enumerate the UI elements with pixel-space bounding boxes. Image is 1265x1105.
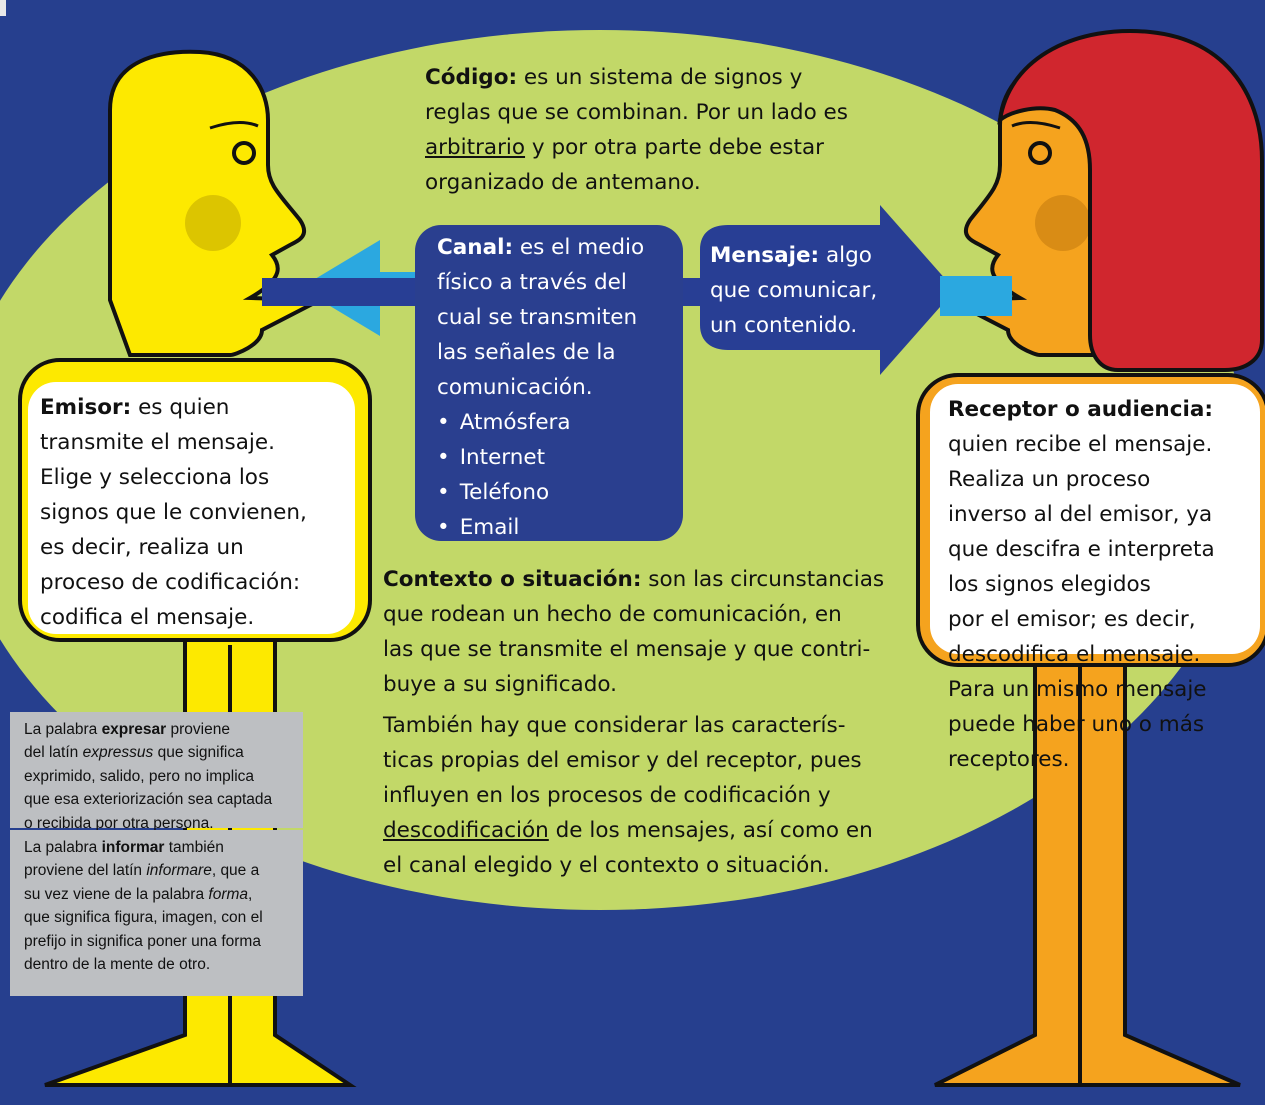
- arrow-mensaje: [700, 205, 955, 375]
- emisor-box: Emisor: es quien transmite el mensaje. E…: [28, 382, 355, 634]
- note-expresar: La palabra expresar proviene del latín e…: [10, 712, 303, 832]
- canal-item: Teléfono: [437, 475, 683, 510]
- mensaje-text: Mensaje: algo que comunicar, un contenid…: [710, 243, 878, 338]
- receptor-cheek: [1035, 195, 1091, 251]
- descodificacion-term: descodificación: [383, 818, 549, 843]
- arbitrario-term: arbitrario: [425, 135, 526, 160]
- tambien-text: También hay que considerar las caracterí…: [383, 713, 873, 878]
- canal-title: Canal:: [437, 235, 514, 260]
- emisor-title: Emisor:: [40, 395, 132, 420]
- canal-box: Canal: es el medio físico a través del c…: [415, 225, 683, 541]
- receptor-title: Receptor o audiencia:: [948, 397, 1213, 422]
- canal-list: Atmósfera Internet Teléfono Email: [437, 405, 683, 545]
- note-informar: La palabra informar también proviene del…: [10, 830, 303, 996]
- receptor-hair: [997, 29, 1264, 372]
- mensaje-title: Mensaje:: [710, 243, 820, 268]
- canal-item: Atmósfera: [437, 405, 683, 440]
- canal-item: Internet: [437, 440, 683, 475]
- receptor-eye: [1028, 141, 1052, 165]
- arrow-light-right: [940, 276, 1012, 316]
- emisor-cheek: [185, 195, 241, 251]
- codigo-title: Código:: [425, 65, 518, 90]
- emisor-eye: [232, 141, 256, 165]
- receptor-box: Receptor o audiencia: quien recibe el me…: [930, 384, 1260, 772]
- canal-item: Email: [437, 510, 683, 545]
- contexto-text: Contexto o situación: son las circunstan…: [383, 567, 885, 697]
- contexto-title: Contexto o situación:: [383, 567, 642, 592]
- top-left-mark: [0, 0, 6, 16]
- codigo-text: Código: es un sistema de signos y reglas…: [425, 65, 848, 195]
- top-border-line: [0, 0, 1265, 8]
